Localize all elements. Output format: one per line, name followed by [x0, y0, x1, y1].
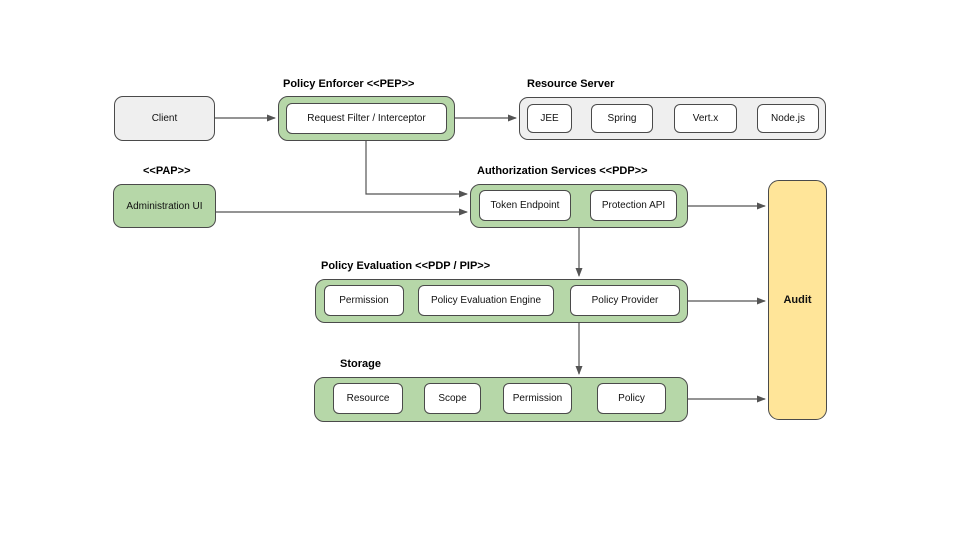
request-filter-node: Request Filter / Interceptor	[286, 103, 447, 134]
policy-evaluation-engine-node: Policy Evaluation Engine	[418, 285, 554, 316]
spring-node: Spring	[591, 104, 653, 133]
storage-group-label: Storage	[340, 358, 381, 370]
permission-node: Permission	[324, 285, 404, 316]
policy-node: Policy	[597, 383, 666, 414]
storage-permission-node: Permission	[503, 383, 572, 414]
policy-enforcer-group-label: Policy Enforcer <<PEP>>	[283, 78, 415, 90]
vertx-node: Vert.x	[674, 104, 737, 133]
authorization-services-group-label: Authorization Services <<PDP>>	[477, 165, 648, 177]
administration-ui-node: Administration UI	[113, 184, 216, 228]
resource-node: Resource	[333, 383, 403, 414]
protection-api-node: Protection API	[590, 190, 677, 221]
resource-server-group-label: Resource Server	[527, 78, 615, 90]
audit-node: Audit	[768, 180, 827, 420]
nodejs-node: Node.js	[757, 104, 819, 133]
jee-node: JEE	[527, 104, 572, 133]
policy-provider-node: Policy Provider	[570, 285, 680, 316]
token-endpoint-node: Token Endpoint	[479, 190, 571, 221]
arrow-enforcer-to-authorization-services	[365, 141, 468, 198]
client-node: Client	[114, 96, 215, 141]
scope-node: Scope	[424, 383, 481, 414]
policy-evaluation-group-label: Policy Evaluation <<PDP / PIP>>	[321, 260, 491, 272]
pap-group-label: <<PAP>>	[143, 165, 191, 177]
